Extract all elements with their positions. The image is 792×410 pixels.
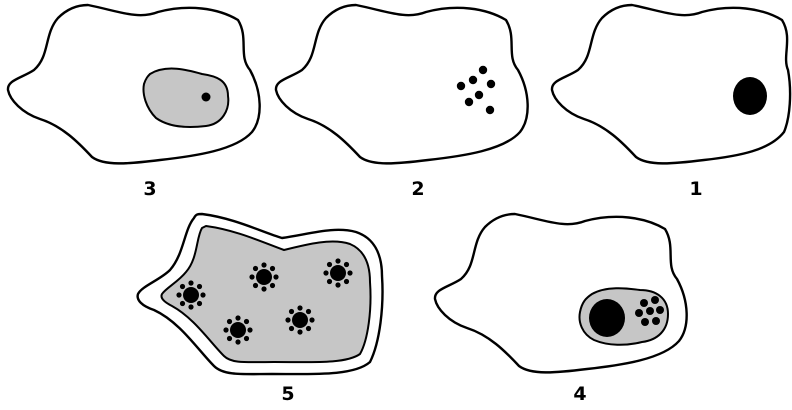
particle bbox=[640, 299, 648, 307]
particle bbox=[656, 306, 664, 314]
particle bbox=[641, 318, 649, 326]
panel-label: 1 bbox=[689, 178, 702, 200]
large-body bbox=[589, 299, 625, 337]
panel-4: 4 bbox=[435, 214, 687, 405]
particle bbox=[635, 309, 643, 317]
panel-label: 4 bbox=[573, 383, 586, 405]
particle bbox=[487, 80, 495, 88]
spoked-cluster bbox=[249, 262, 278, 291]
particle bbox=[651, 296, 659, 304]
particle bbox=[475, 91, 483, 99]
spoked-cluster bbox=[323, 258, 352, 287]
particle bbox=[202, 93, 211, 102]
panel-2: 2 bbox=[276, 5, 528, 200]
panel-5: 5 bbox=[138, 214, 383, 405]
spoked-cluster bbox=[285, 305, 314, 334]
panel-label: 5 bbox=[281, 383, 294, 405]
particle bbox=[457, 82, 465, 90]
panel-label: 2 bbox=[411, 178, 424, 200]
spoked-cluster bbox=[223, 315, 252, 344]
panel-label: 3 bbox=[143, 178, 156, 200]
particle bbox=[652, 317, 660, 325]
particle bbox=[646, 307, 654, 315]
spoked-cluster bbox=[176, 280, 205, 309]
panel-1: 1 bbox=[552, 5, 790, 200]
particle bbox=[465, 98, 473, 106]
vacuole bbox=[144, 69, 229, 128]
particle bbox=[486, 106, 494, 114]
particle bbox=[479, 66, 487, 74]
panel-3: 3 bbox=[8, 5, 260, 200]
particle bbox=[469, 76, 477, 84]
nucleus bbox=[733, 77, 767, 115]
